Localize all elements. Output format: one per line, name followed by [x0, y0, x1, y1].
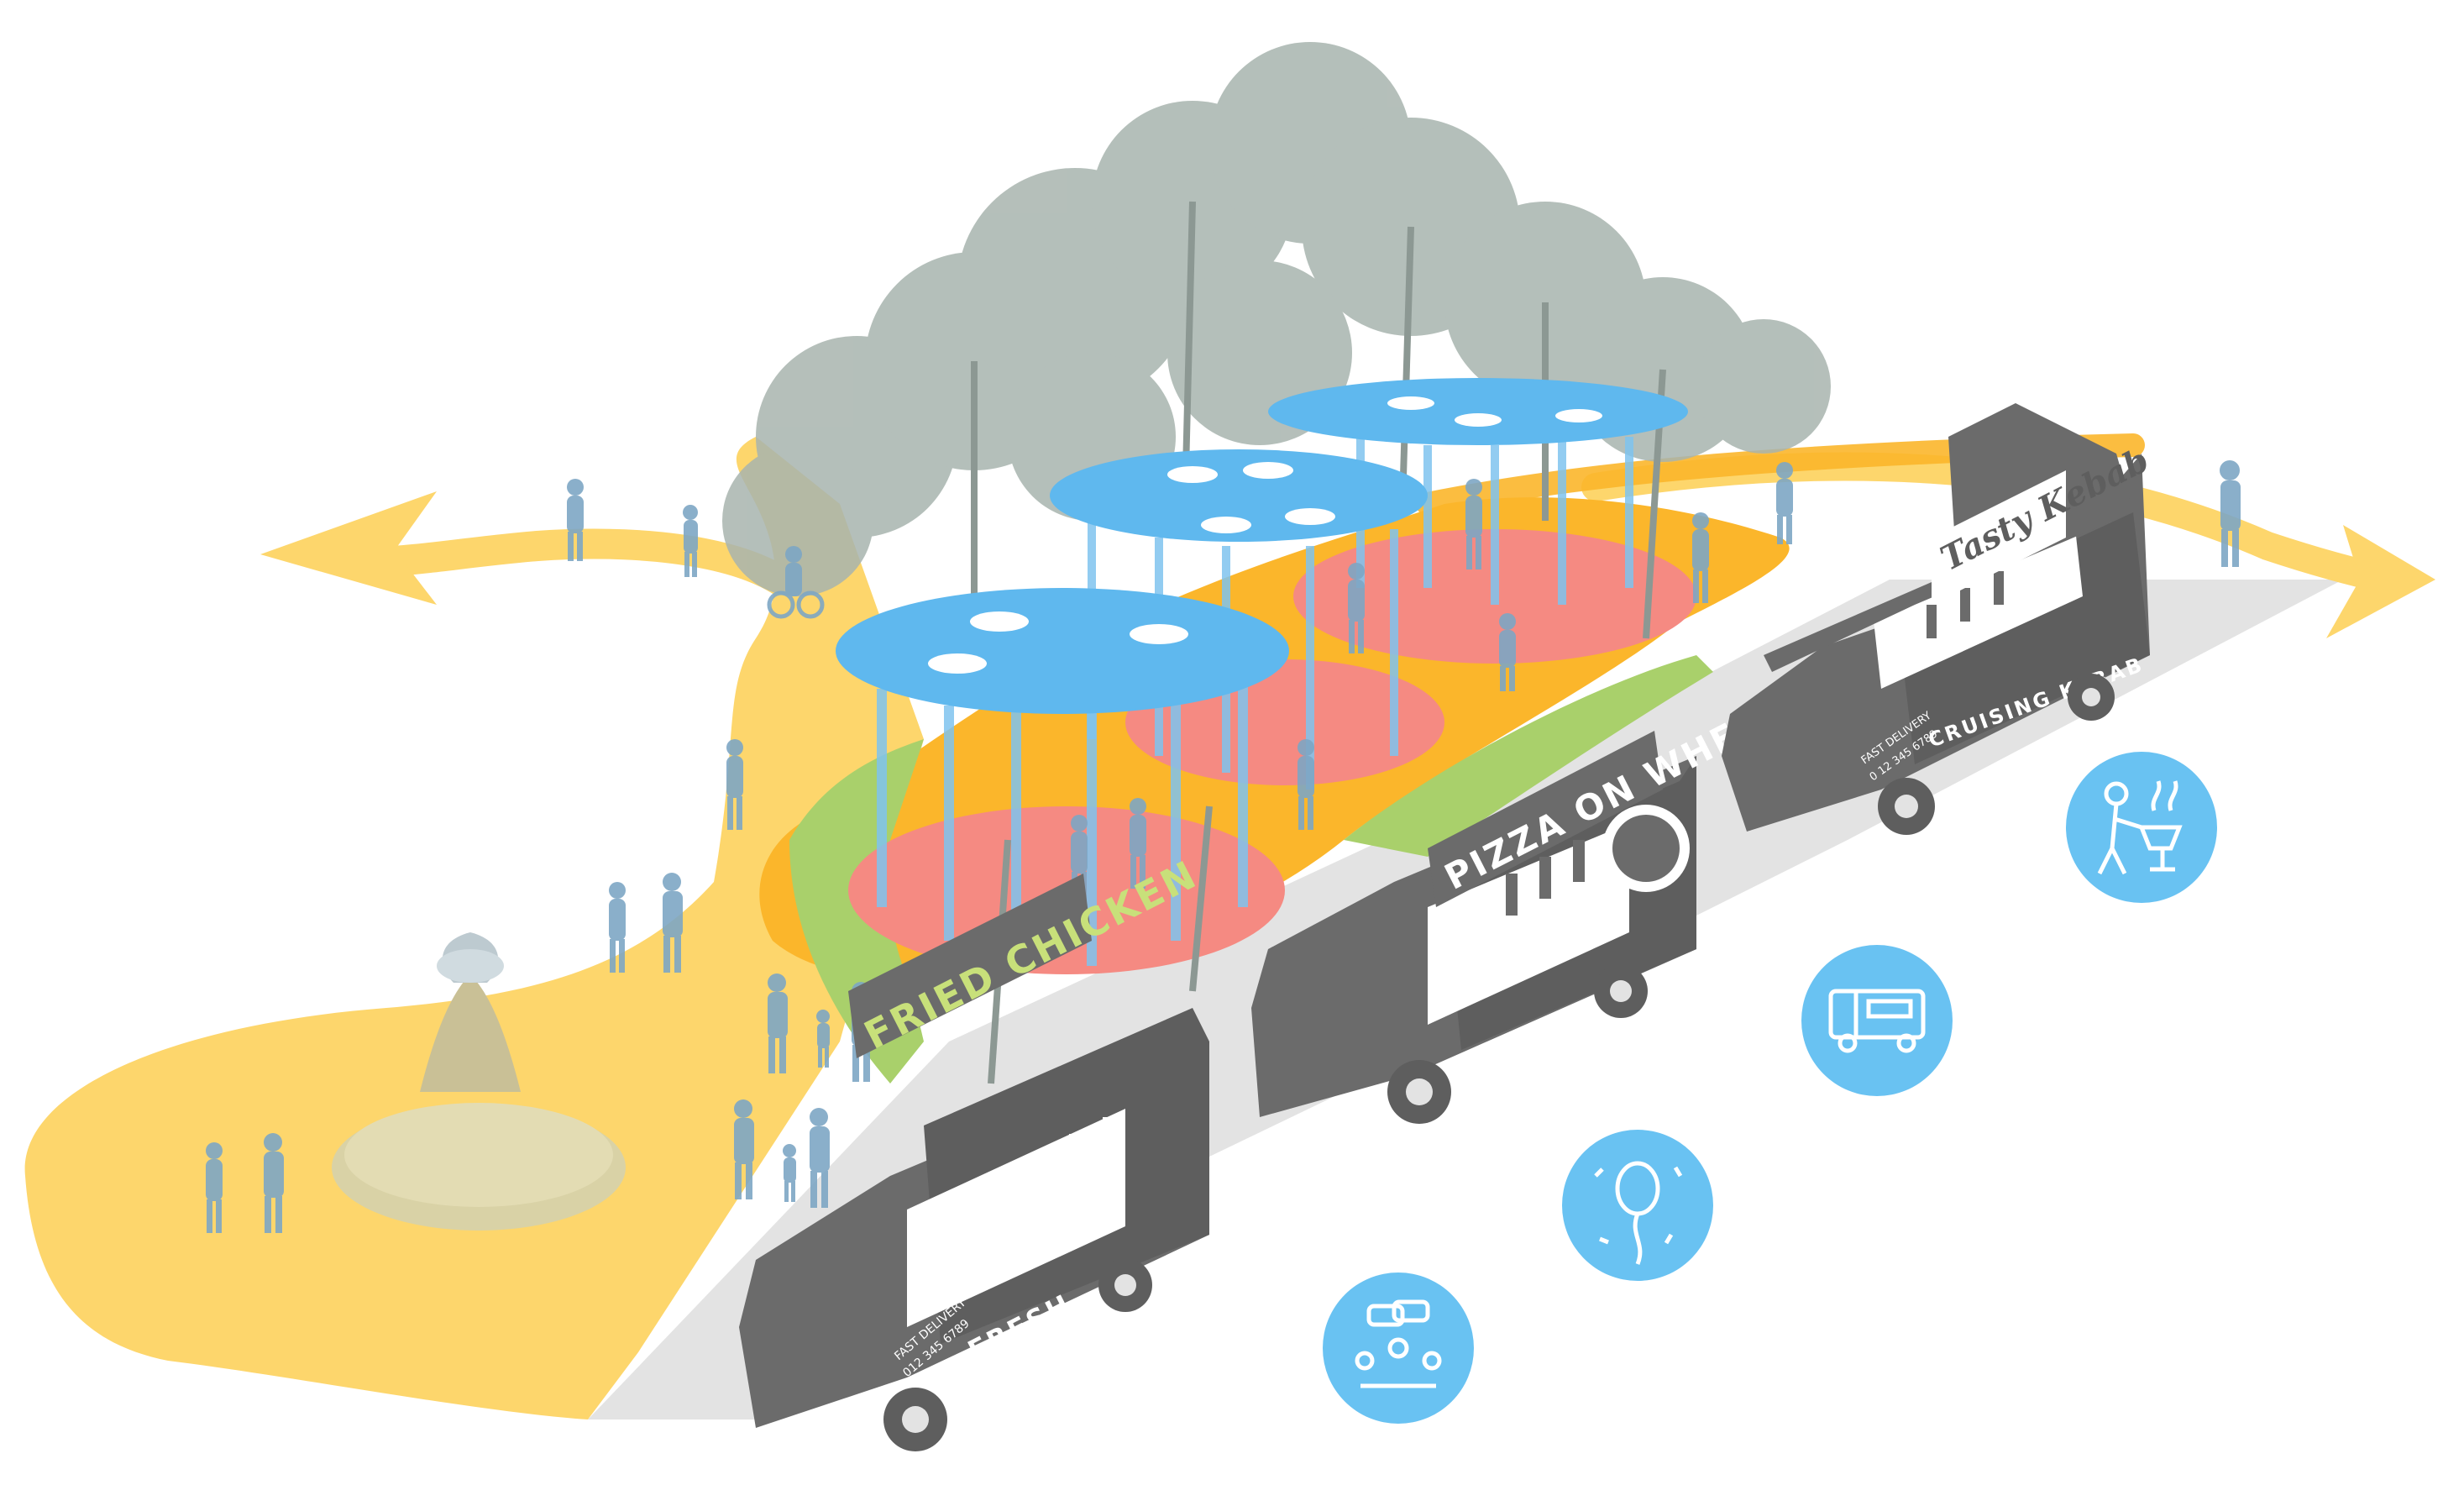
truck-tasty-kebab: Tasty Kebab CRUISING KEBAB FAST DELIVERY… [1722, 403, 2155, 835]
canopy-middle [1050, 449, 1428, 790]
meeting-icon [1323, 1272, 1474, 1424]
pedestrian-path [24, 437, 924, 1419]
canopy-back [1268, 378, 1688, 605]
food-truck-icon [1801, 945, 1953, 1096]
lawn-green-strip-east [1344, 655, 1713, 857]
canopy-front [836, 588, 1289, 966]
arrow-head-east [2326, 525, 2435, 638]
balloon-confetti-icon [1562, 1130, 1713, 1281]
people [206, 460, 2241, 1233]
fountain [332, 932, 626, 1231]
arrow-head-west [260, 491, 437, 605]
barbecue-grill-icon [2066, 752, 2217, 903]
